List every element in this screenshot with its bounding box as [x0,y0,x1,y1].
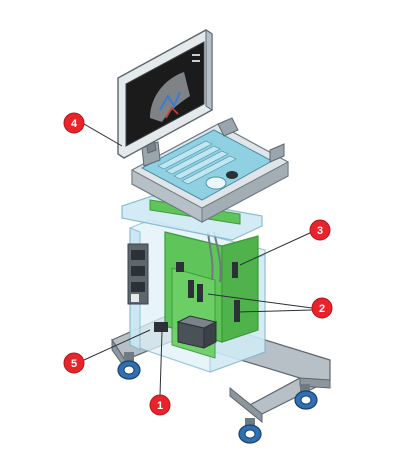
board-connector [188,280,194,298]
board-chip [176,262,184,272]
callout-5: 5 [63,352,85,374]
power-supply-unit [176,315,218,349]
callout-5-label: 5 [71,358,77,370]
leader-line-1 [159,331,163,397]
keyboard-keys [157,140,237,185]
probe-holder [269,143,285,163]
io-port-panel [127,243,149,305]
rear-handle-connector [154,322,168,332]
leader-line-3 [239,231,313,266]
leader-lines [83,123,313,397]
callout-1: 1 [149,394,171,416]
leader-line-2b [237,309,313,313]
leader-line-5 [83,329,151,361]
callout-4-label: 4 [71,118,78,130]
callout-3-label: 3 [317,225,323,237]
caster-wheels [117,352,318,444]
callout-3: 3 [309,219,331,241]
probe-holder [217,117,239,137]
wheel-front-right [238,418,262,444]
rotary-knob-icon [226,171,238,179]
wheel-rear-right [294,384,318,410]
board-connector [234,300,240,322]
callout-2-label: 2 [319,303,325,315]
callout-2: 2 [311,297,333,319]
trackball-icon [205,176,227,190]
display-monitor [117,29,213,159]
control-console [131,117,289,223]
callout-1-label: 1 [157,400,163,412]
callout-4: 4 [63,112,85,134]
leader-line-2a [207,293,313,309]
board-connector [197,284,203,302]
wheel-front-left [117,352,141,380]
board-connector [232,262,238,278]
leader-line-4 [83,123,123,147]
